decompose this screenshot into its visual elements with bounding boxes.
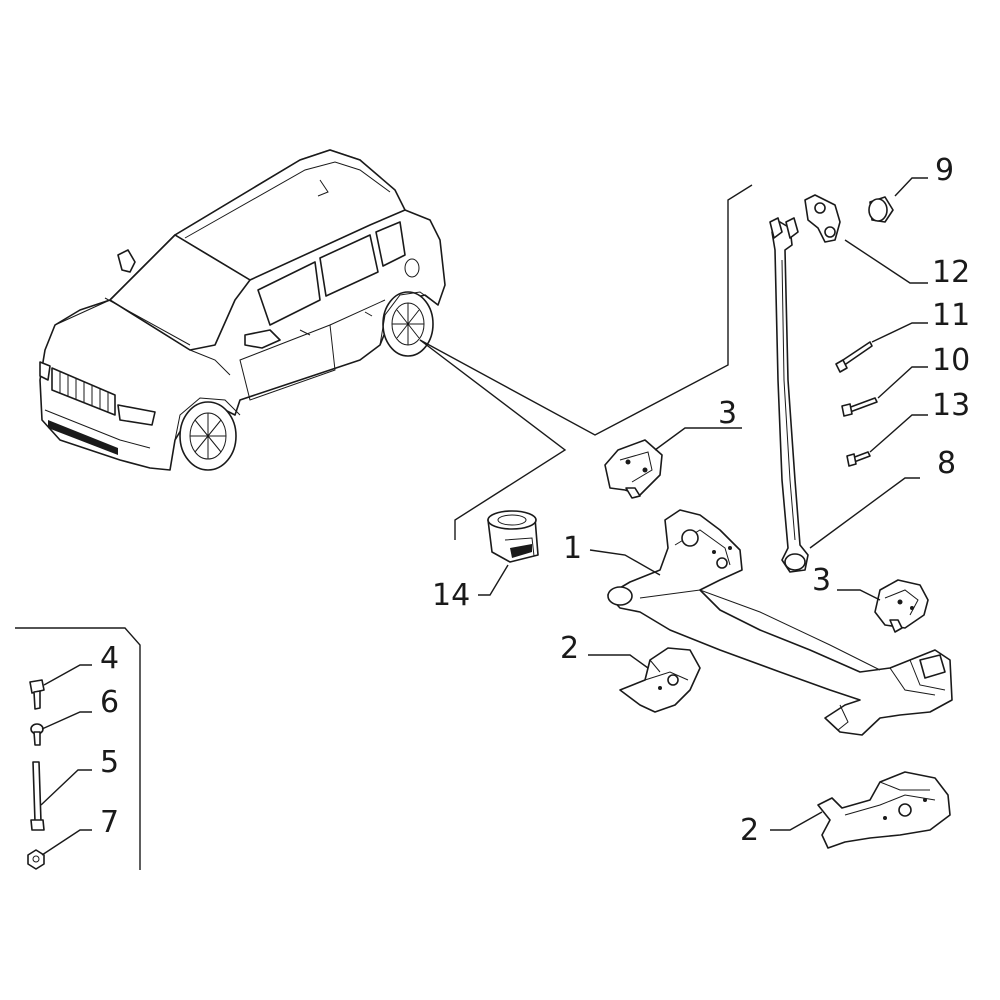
leader-1: [589, 549, 661, 576]
callout-6: 6: [100, 685, 119, 720]
hardware-box-border: [15, 627, 141, 870]
callout-4: 4: [100, 641, 119, 676]
leader-8: [809, 477, 920, 549]
leader-vehicle-upper: [419, 184, 753, 436]
callout-12: 12: [932, 255, 970, 290]
callout-9: 9: [935, 153, 954, 188]
link-bracket: [804, 194, 841, 243]
callout-3b: 3: [812, 563, 831, 598]
leader-5: [40, 769, 92, 806]
leader-7: [41, 829, 92, 856]
rear-axle-beam: [607, 509, 953, 736]
leader-14: [478, 564, 509, 596]
bracket-upper-a: [604, 439, 663, 499]
callout-5: 5: [100, 745, 119, 780]
rear-wheel: [382, 291, 434, 357]
leader-13: [869, 414, 928, 453]
leader-12: [844, 239, 928, 284]
callout-1: 1: [563, 531, 582, 566]
leader-2a: [588, 654, 649, 669]
leader-6: [41, 711, 92, 730]
long-bolt-5: [30, 761, 45, 831]
grille-icon: [51, 367, 116, 416]
leader-2b: [770, 811, 823, 831]
screw-6: [30, 723, 44, 746]
callout-2b: 2: [740, 813, 759, 848]
screw-13: [846, 451, 871, 467]
bush-14: [487, 510, 539, 563]
leader-4: [43, 664, 92, 686]
leader-11: [871, 322, 928, 343]
bolt-10: [841, 397, 878, 417]
callout-13: 13: [932, 388, 970, 423]
nut-7: [27, 849, 45, 870]
bracket-lower-a: [619, 647, 701, 713]
leader-9: [894, 177, 928, 197]
bracket-upper-b: [874, 579, 929, 633]
leader-10: [877, 366, 928, 399]
leader-vehicle-lower: [419, 339, 567, 540]
callout-8: 8: [937, 446, 956, 481]
bracket-lower-b: [817, 771, 951, 849]
front-wheel: [179, 401, 237, 471]
bushing: [868, 196, 894, 223]
bolt-11: [835, 341, 873, 373]
callout-3a: 3: [718, 396, 737, 431]
leader-3a: [654, 427, 742, 451]
bolt-4: [29, 679, 45, 710]
callout-10: 10: [932, 343, 970, 378]
callout-11: 11: [932, 298, 970, 333]
callout-2a: 2: [560, 631, 579, 666]
callout-14: 14: [432, 578, 470, 613]
suv-icon: [39, 149, 446, 471]
callout-7: 7: [100, 805, 119, 840]
leader-3b: [837, 589, 881, 601]
panhard-rod: [769, 217, 809, 573]
